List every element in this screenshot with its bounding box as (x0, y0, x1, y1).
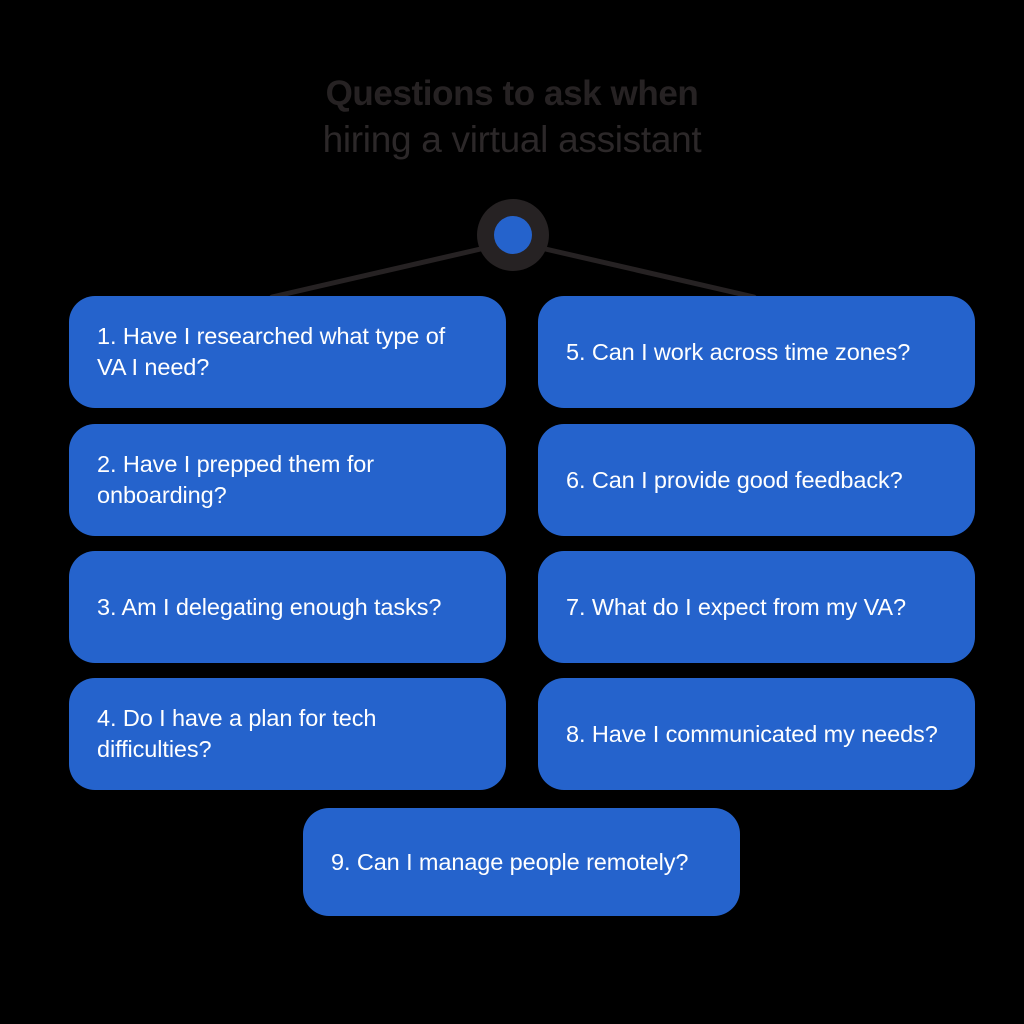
question-card-4-text: 4. Do I have a plan for tech difficultie… (97, 705, 377, 762)
connector-line-left (269, 245, 488, 300)
connector-line-right (538, 245, 757, 300)
question-card-2[interactable]: 2. Have I prepped them for onboarding? (69, 424, 506, 536)
question-card-5[interactable]: 5. Can I work across time zones? (538, 296, 975, 408)
question-card-9-text: 9. Can I manage people remotely? (331, 848, 689, 875)
question-card-6-text: 6. Can I provide good feedback? (566, 466, 903, 493)
question-card-3[interactable]: 3. Am I delegating enough tasks? (69, 551, 506, 663)
hub-node-core-dot (494, 216, 532, 254)
title-line-secondary: hiring a virtual assistant (322, 119, 702, 160)
question-card-7[interactable]: 7. What do I expect from my VA? (538, 551, 975, 663)
question-card-1-text: 1. Have I researched what type of VA I n… (97, 323, 446, 380)
title-line-primary: Questions to ask when (325, 74, 699, 113)
question-card-7-text: 7. What do I expect from my VA? (566, 593, 906, 620)
question-card-5-text: 5. Can I work across time zones? (566, 338, 911, 365)
question-card-2-text: 2. Have I prepped them for onboarding? (97, 451, 374, 508)
question-card-8-text: 8. Have I communicated my needs? (566, 720, 938, 747)
question-card-4[interactable]: 4. Do I have a plan for tech difficultie… (69, 678, 506, 790)
question-card-1[interactable]: 1. Have I researched what type of VA I n… (69, 296, 506, 408)
question-card-6[interactable]: 6. Can I provide good feedback? (538, 424, 975, 536)
question-card-3-text: 3. Am I delegating enough tasks? (97, 593, 442, 620)
question-card-8[interactable]: 8. Have I communicated my needs? (538, 678, 975, 790)
central-hub-node (477, 199, 549, 271)
question-card-9[interactable]: 9. Can I manage people remotely? (303, 808, 740, 916)
page-title: Questions to ask when hiring a virtual a… (0, 72, 1024, 163)
